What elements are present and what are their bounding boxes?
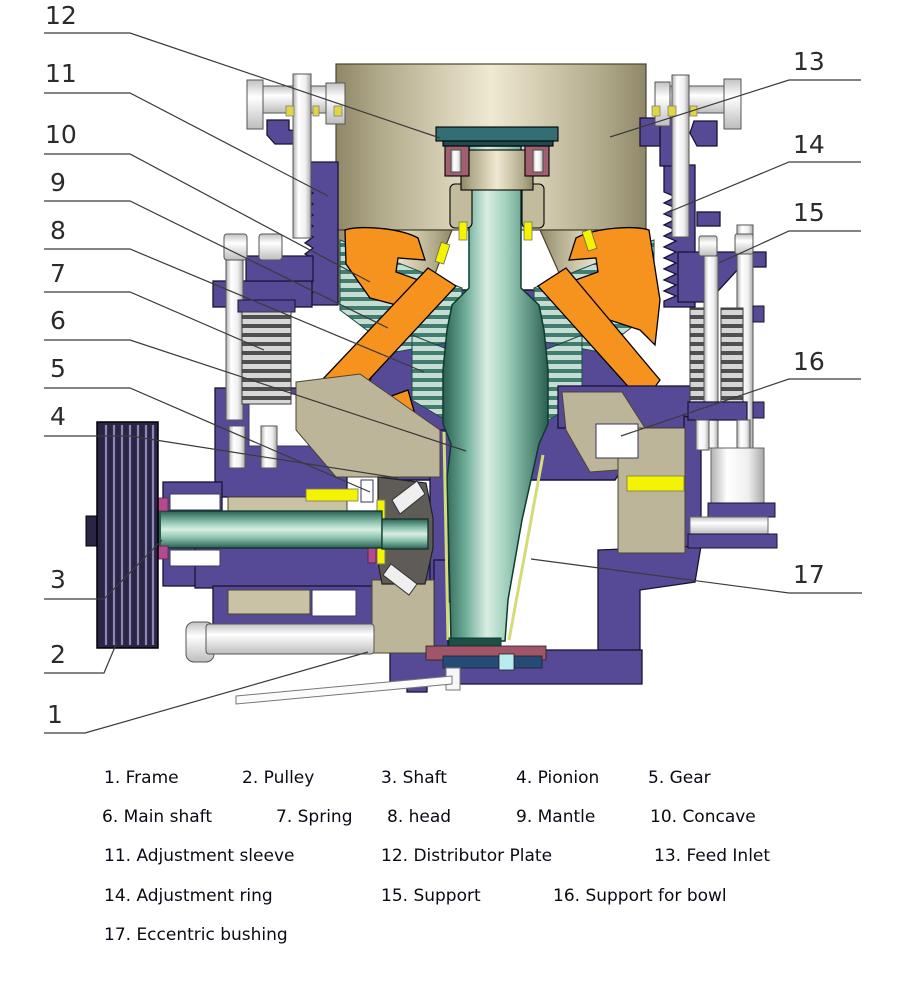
callout-15: 15 (793, 198, 825, 227)
distributor-plate (435, 126, 559, 241)
legend-item-support-for-bowl: 16. Support for bowl (553, 886, 727, 906)
main-shaft (442, 145, 549, 652)
callout-5: 5 (50, 354, 66, 383)
legend-item-support: 15. Support (381, 886, 481, 906)
callout-2: 2 (50, 640, 66, 669)
gib-strips (305, 475, 685, 502)
callout-16: 16 (793, 347, 825, 376)
callout-7: 7 (50, 259, 66, 288)
pulley (85, 421, 159, 649)
callout-4: 4 (50, 402, 66, 431)
callout-17: 17 (793, 560, 825, 589)
callout-12: 12 (45, 1, 77, 30)
eccentric-liner-left (442, 431, 450, 641)
drive-shaft (151, 497, 429, 560)
legend-item-gear: 5. Gear (648, 768, 711, 788)
legend-item-adjustment-ring: 14. Adjustment ring (104, 886, 273, 906)
left-spring-assembly (223, 73, 346, 469)
support-cylinder (710, 447, 765, 504)
legend-item-pionion: 4. Pionion (516, 768, 600, 788)
bottom-seals (425, 645, 547, 671)
callout-10: 10 (45, 120, 77, 149)
legend-item-spring: 7. Spring (276, 807, 353, 827)
legend-item-mantle: 9. Mantle (516, 807, 596, 827)
eccentric-liner-right (507, 454, 545, 641)
callout-1: 1 (47, 700, 63, 729)
oil-pipe (185, 621, 375, 663)
callout-14: 14 (793, 130, 825, 159)
legend-item-feed-inlet: 13. Feed Inlet (654, 846, 771, 866)
legend-item-head: 8. head (387, 807, 452, 827)
discharge-trough (235, 667, 461, 705)
spring-coil-left (241, 311, 292, 405)
legend-item-main-shaft: 6. Main shaft (102, 807, 213, 827)
legend-item-adjustment-sleeve: 11. Adjustment sleeve (104, 846, 295, 866)
liner-wear-strips (434, 228, 598, 265)
gear-bearing (382, 563, 418, 596)
mantle (320, 226, 661, 443)
legend-item-pulley: 2. Pulley (242, 768, 315, 788)
spring-coil-right-2 (720, 307, 744, 405)
legend-item-distributor-plate: 12. Distributor Plate (381, 846, 553, 866)
leader-lines (44, 32, 862, 734)
legend-item-eccentric-bushing: 17. Eccentric bushing (104, 925, 288, 945)
callout-13: 13 (793, 47, 825, 76)
callout-8: 8 (50, 216, 66, 245)
callout-9: 9 (50, 168, 66, 197)
callout-11: 11 (45, 59, 77, 88)
legend-item-shaft: 3. Shaft (381, 768, 447, 788)
callout-6: 6 (50, 306, 66, 335)
callout-3: 3 (50, 565, 66, 594)
pinion-bearing (391, 480, 426, 515)
legend-item-concave: 10. Concave (650, 807, 756, 827)
legend-item-frame: 1. Frame (104, 768, 179, 788)
